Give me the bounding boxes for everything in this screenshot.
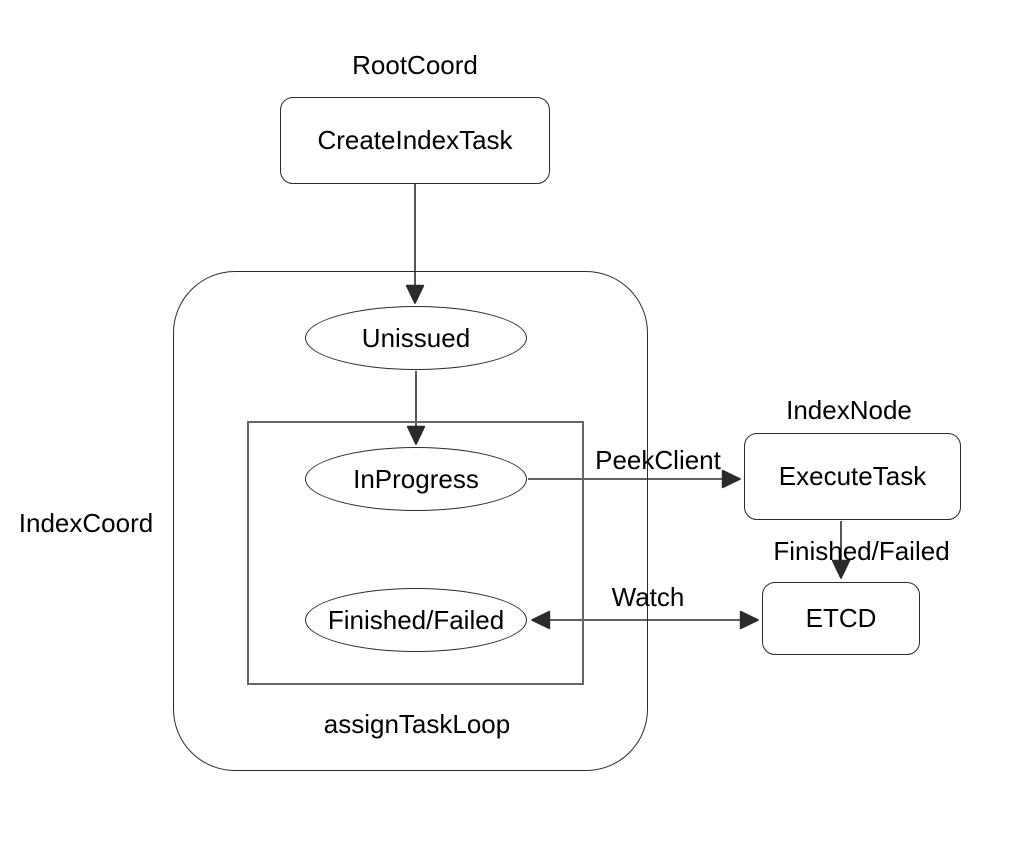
edge-label-peekclient: PeekClient bbox=[595, 445, 721, 475]
assigntaskloop-label: assignTaskLoop bbox=[323, 709, 511, 739]
node-finished-failed-label: Finished/Failed bbox=[327, 604, 505, 635]
edge-label-finished-failed: Finished/Failed bbox=[773, 536, 950, 566]
node-in-progress-label: InProgress bbox=[353, 463, 479, 494]
node-create-index-task: CreateIndexTask bbox=[280, 97, 550, 184]
node-in-progress: InProgress bbox=[305, 447, 527, 511]
node-unissued: Unissued bbox=[305, 306, 527, 370]
edge-label-watch: Watch bbox=[611, 582, 685, 612]
node-unissued-label: Unissued bbox=[361, 322, 471, 353]
node-finished-failed: Finished/Failed bbox=[305, 588, 527, 652]
node-execute-task: ExecuteTask bbox=[744, 433, 961, 520]
node-etcd-label: ETCD bbox=[805, 603, 877, 634]
node-etcd: ETCD bbox=[762, 582, 920, 655]
node-execute-task-label: ExecuteTask bbox=[778, 461, 927, 492]
node-create-index-task-label: CreateIndexTask bbox=[317, 125, 513, 156]
indexcoord-label: IndexCoord bbox=[18, 508, 154, 538]
indexcoord-container bbox=[173, 271, 648, 771]
indexnode-label: IndexNode bbox=[786, 395, 912, 425]
assigntaskloop-container bbox=[247, 421, 584, 685]
rootcoord-label: RootCoord bbox=[352, 50, 478, 80]
